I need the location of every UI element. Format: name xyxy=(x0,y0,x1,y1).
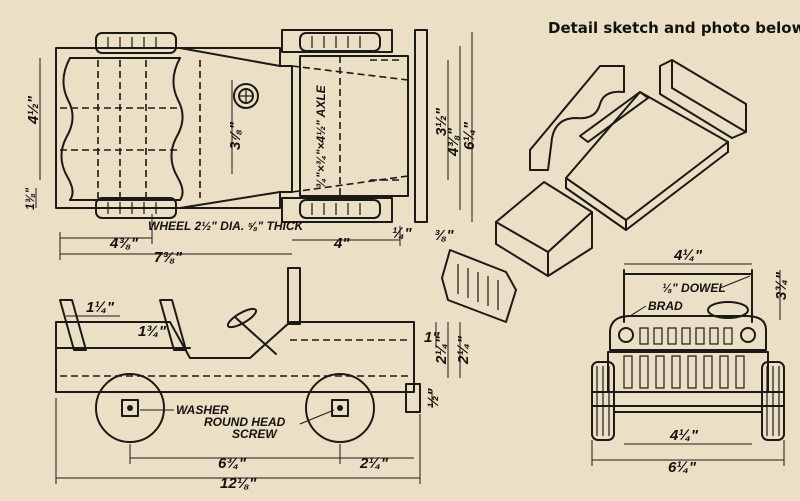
dim-bumper: ¼" xyxy=(392,225,413,242)
hood-edge-top xyxy=(179,47,281,67)
seat-side-left xyxy=(60,57,74,201)
front-bumper-side xyxy=(405,383,421,413)
detail-sketch xyxy=(441,59,747,323)
brad-note: BRAD xyxy=(648,299,683,313)
axle-note: ¾"×¾"×4½" AXLE xyxy=(314,84,328,188)
sketch-hood-block xyxy=(495,181,593,277)
side-view: WASHER ROUND HEAD SCREW 1¼" 1¾" 1" 2¼" 2… xyxy=(55,267,472,492)
dim-hood-1: 1" xyxy=(424,329,440,346)
dim-front-top: 4¼" xyxy=(673,247,703,264)
rear-seat xyxy=(59,299,87,351)
top-front-tire-upper xyxy=(299,32,381,52)
dim-front-length: 4⅜" xyxy=(109,235,139,252)
dim-seat-back: 1¼" xyxy=(86,299,115,316)
dim-bottom: ½" xyxy=(425,387,442,408)
side-body-outline xyxy=(55,321,415,393)
frame-hidden xyxy=(291,65,409,193)
screw-note-2: SCREW xyxy=(232,427,278,441)
sketch-grille xyxy=(441,249,517,323)
sketch-mid-slat xyxy=(579,91,649,143)
front-wheel-left xyxy=(591,361,615,441)
rear-washer xyxy=(121,399,139,417)
front-tire-lower-block xyxy=(281,197,393,223)
dim-small-left: 1⅜" xyxy=(23,187,37,210)
headlight-right xyxy=(740,327,756,343)
top-view: ¾"×¾"×4½" AXLE 4⅜" 7⅜" 4" 4½" 1⅜" 3⅞" 3½… xyxy=(23,29,478,266)
steering-wheel-top xyxy=(233,83,259,109)
front-hood xyxy=(609,315,767,351)
steering-wheel-side xyxy=(226,307,258,329)
rear-wheel xyxy=(95,373,165,443)
front-steering-wheel xyxy=(707,301,749,319)
washer-note: WASHER xyxy=(176,403,229,417)
dim-grille-depth: 4⅜" xyxy=(445,127,462,157)
front-hood-block xyxy=(299,55,409,197)
dim-total-length: 7⅜" xyxy=(154,249,183,266)
front-seat xyxy=(159,299,187,351)
dim-seat-height: 1¾" xyxy=(138,323,167,340)
top-grille-slab xyxy=(414,29,428,223)
header-title: Detail sketch and photo below xyxy=(548,19,800,37)
dowel-note: ⅛" DOWEL xyxy=(662,281,726,295)
front-wheel xyxy=(305,373,375,443)
headlight-left xyxy=(618,327,634,343)
sketch-floor xyxy=(565,91,729,221)
hood-edge-bottom xyxy=(179,191,281,209)
wheel-note: WHEEL 2½" DIA. ⅝" THICK xyxy=(148,219,305,233)
seat-side-right xyxy=(170,57,184,201)
top-front-tire-lower xyxy=(299,199,381,219)
dim-total: 12⅛" xyxy=(220,475,257,492)
dim-grille-thick: ⅜" xyxy=(434,227,455,244)
front-wheel-right xyxy=(761,361,785,441)
dim-seat-depth: 3⅞" xyxy=(227,121,244,150)
front-washer xyxy=(331,399,349,417)
dim-front-overall: 6¼" xyxy=(668,459,697,476)
sketch-seat-panel xyxy=(529,65,625,171)
dim-front-height: 3¾" xyxy=(773,271,790,300)
dim-width: 4½" xyxy=(25,95,42,125)
dim-axle-spacing: 3½" xyxy=(433,107,450,136)
dim-wheelbase: 6¾" xyxy=(218,455,247,472)
windshield-post xyxy=(287,267,301,325)
dim-front-overhang: 2¼" xyxy=(359,455,389,472)
front-view: 4¼" ⅛" DOWEL BRAD 3¾" 4¼" 6¼" xyxy=(591,247,790,476)
front-bumper xyxy=(591,391,785,407)
dim-rear: 4" xyxy=(333,235,350,252)
dim-front-bottom: 4¼" xyxy=(669,427,699,444)
dim-hood-3: 2¼" xyxy=(455,335,472,365)
top-rear-tire-upper xyxy=(95,32,177,54)
dim-hood-2: 2¼" xyxy=(433,335,450,365)
screw-note-1: ROUND HEAD xyxy=(204,415,286,429)
dim-total-width: 6¼" xyxy=(461,121,478,150)
